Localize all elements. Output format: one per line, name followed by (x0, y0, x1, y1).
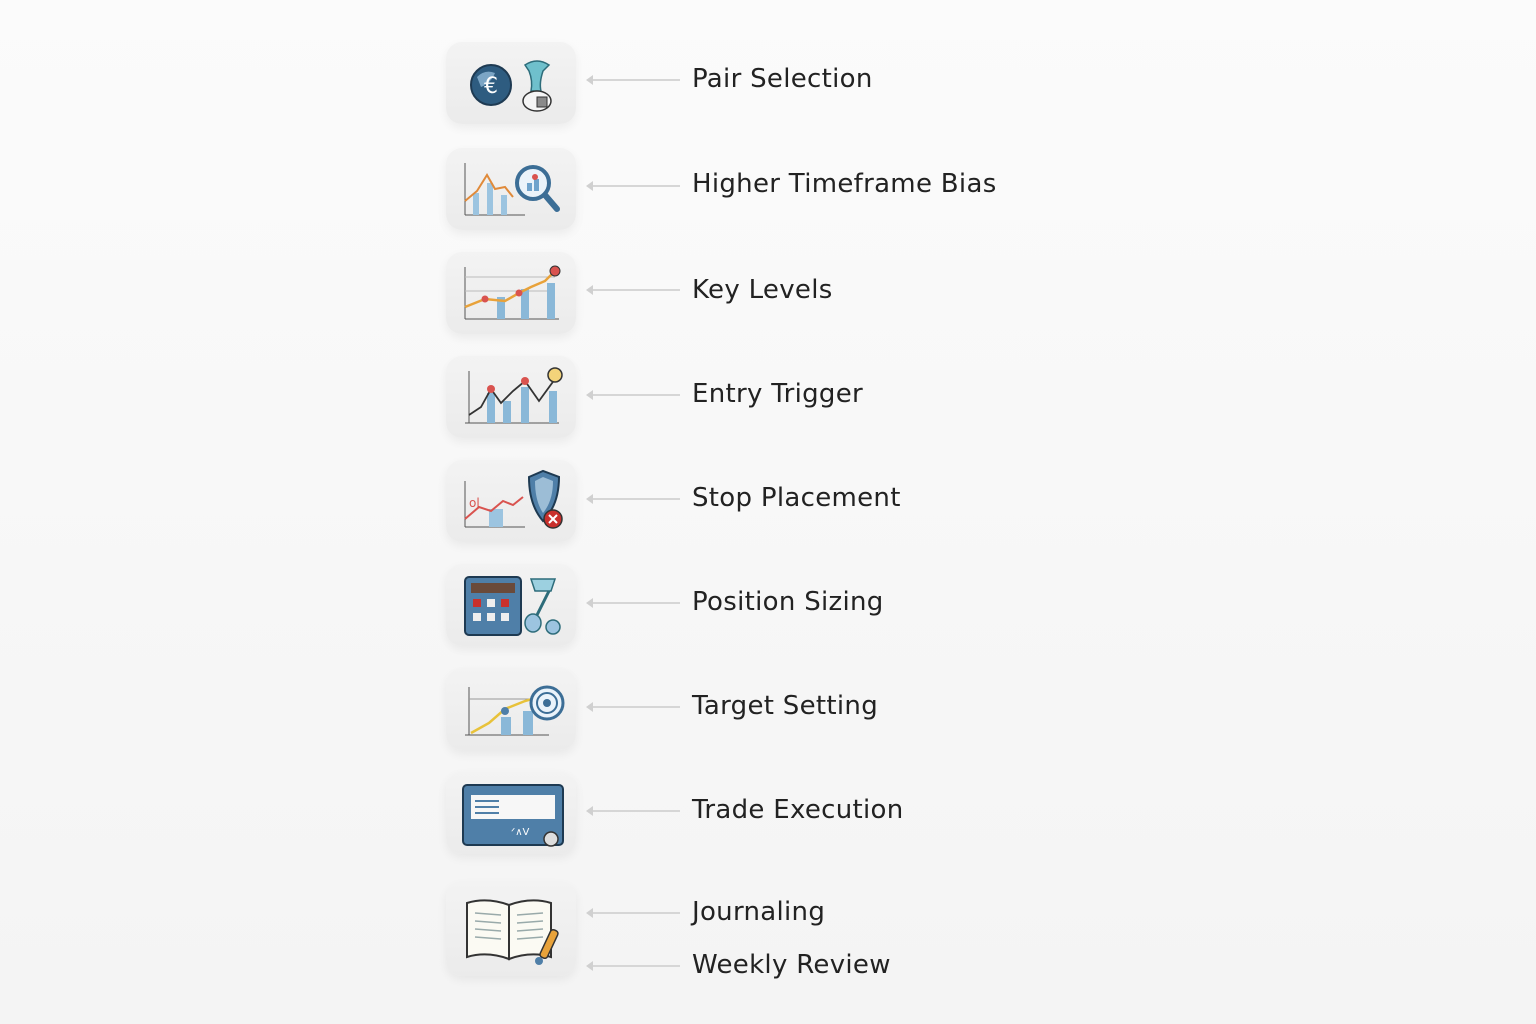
svg-text:ᐟ∧V: ᐟ∧V (511, 827, 530, 838)
tile-stop-placement: ol (446, 460, 576, 542)
calculator-percent-icon (464, 576, 561, 636)
connector-arrow (586, 494, 680, 504)
tile-trade-execution: ᐟ∧V (446, 772, 576, 854)
chart-levels-icon (464, 265, 561, 320)
step-label-entry-trigger: Entry Trigger (692, 379, 864, 409)
connector-arrow (586, 75, 680, 85)
chart-shield-icon: ol (464, 469, 563, 529)
tile-journaling-review (446, 882, 576, 976)
tile-key-levels (446, 252, 576, 334)
tile-pair-selection: € (446, 42, 576, 124)
step-label-weekly-review: Weekly Review (692, 950, 891, 980)
open-journal-icon (466, 899, 559, 965)
tile-entry-trigger (446, 356, 576, 438)
step-label-trade-execution: Trade Execution (692, 795, 904, 825)
chart-entry-icon (465, 367, 563, 424)
connector-arrow (586, 908, 680, 918)
tile-higher-timeframe-bias (446, 148, 576, 230)
step-label-position-sizing: Position Sizing (692, 587, 884, 617)
step-label-key-levels: Key Levels (692, 275, 833, 305)
tile-position-sizing (446, 564, 576, 646)
step-label-target-setting: Target Setting (692, 691, 878, 721)
connector-arrow (586, 702, 680, 712)
step-label-higher-timeframe-bias: Higher Timeframe Bias (692, 169, 997, 199)
connector-arrow (586, 961, 680, 971)
chart-magnifier-icon (464, 163, 560, 216)
trading-screen-icon: ᐟ∧V (462, 784, 564, 847)
connector-arrow (586, 598, 680, 608)
connector-arrow (586, 285, 680, 295)
chart-target-icon (465, 685, 565, 736)
connector-arrow (586, 390, 680, 400)
tile-target-setting (446, 668, 576, 750)
step-label-journaling: Journaling (692, 897, 826, 927)
svg-text:€: € (484, 74, 498, 99)
step-label-pair-selection: Pair Selection (692, 64, 873, 94)
connector-arrow (586, 806, 680, 816)
connector-arrow (586, 181, 680, 191)
currency-pair-icon: € (470, 60, 552, 112)
step-label-stop-placement: Stop Placement (692, 483, 901, 513)
svg-text:ol: ol (469, 496, 480, 510)
